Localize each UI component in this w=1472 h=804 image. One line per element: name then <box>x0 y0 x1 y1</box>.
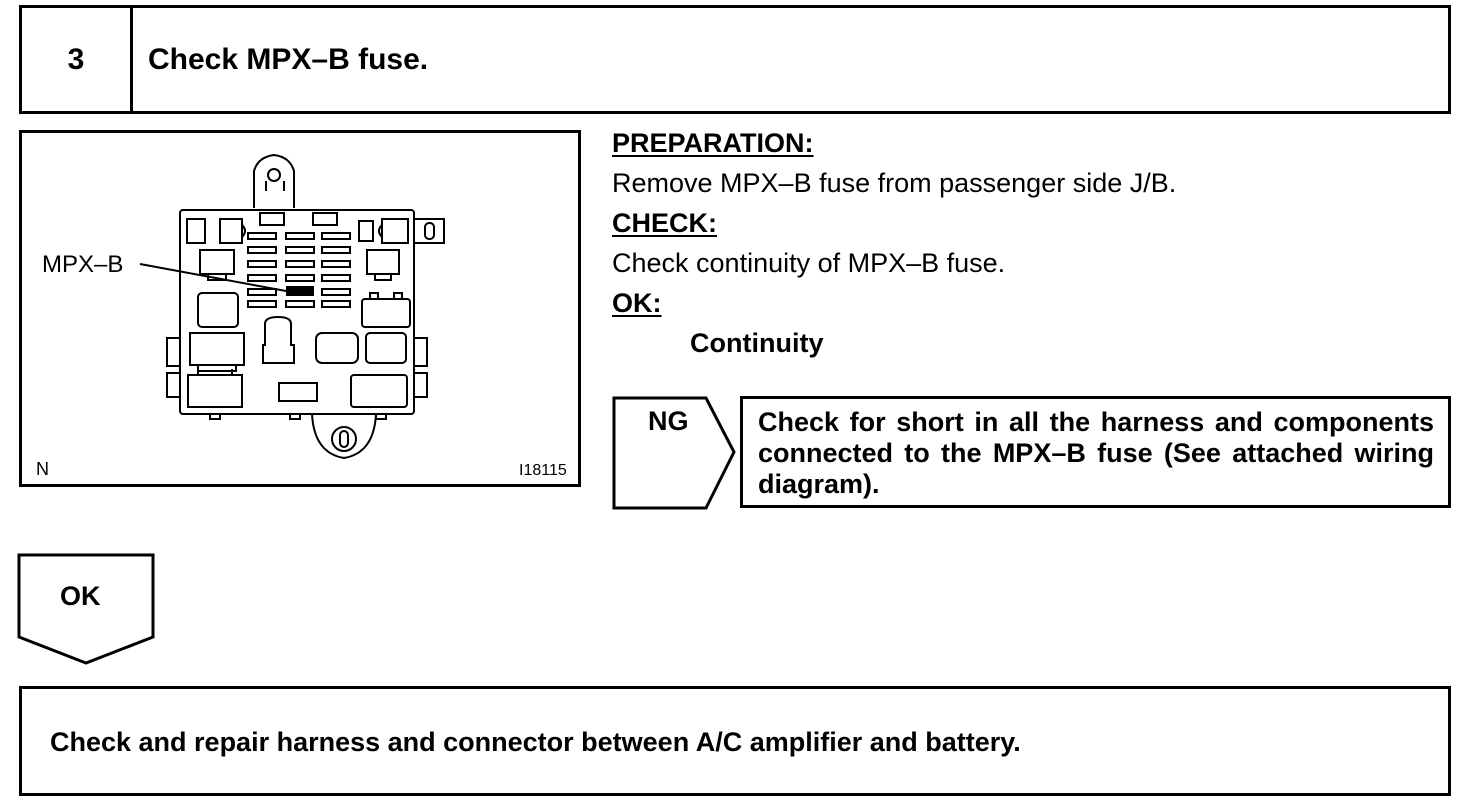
ng-action-text: Check for short in all the harness and c… <box>758 407 1434 499</box>
step-title: Check MPX–B fuse. <box>148 43 429 76</box>
mpx-b-fuse-highlight <box>286 286 314 296</box>
junction-block-diagram: MPX–B N I18115 <box>36 153 567 479</box>
figure-code: I18115 <box>519 462 567 479</box>
ng-label: NG <box>648 406 689 436</box>
ok-value: Continuity <box>690 328 824 358</box>
check-text: Check continuity of MPX–B fuse. <box>612 248 1006 278</box>
callout-leader-line <box>139 263 287 292</box>
step-header: 3 Check MPX–B fuse. <box>19 5 1451 114</box>
ng-arrow <box>612 396 736 510</box>
figure-corner-label: N <box>36 459 49 479</box>
ok-action-text: Check and repair harness and connector b… <box>50 727 1021 757</box>
step-number: 3 <box>22 8 133 111</box>
preparation-header: PREPARATION: <box>612 128 814 158</box>
ok-action-box: Check and repair harness and connector b… <box>19 686 1451 796</box>
junction-block-figure: MPX–B N I18115 <box>19 130 581 487</box>
preparation-text: Remove MPX–B fuse from passenger side J/… <box>612 168 1177 198</box>
ok-label: OK <box>60 581 101 611</box>
ng-action-box: Check for short in all the harness and c… <box>740 396 1451 508</box>
ok-header: OK: <box>612 288 662 318</box>
callout-label-mpx-b: MPX–B <box>42 251 123 278</box>
ok-arrow <box>17 553 155 665</box>
check-header: CHECK: <box>612 208 717 238</box>
